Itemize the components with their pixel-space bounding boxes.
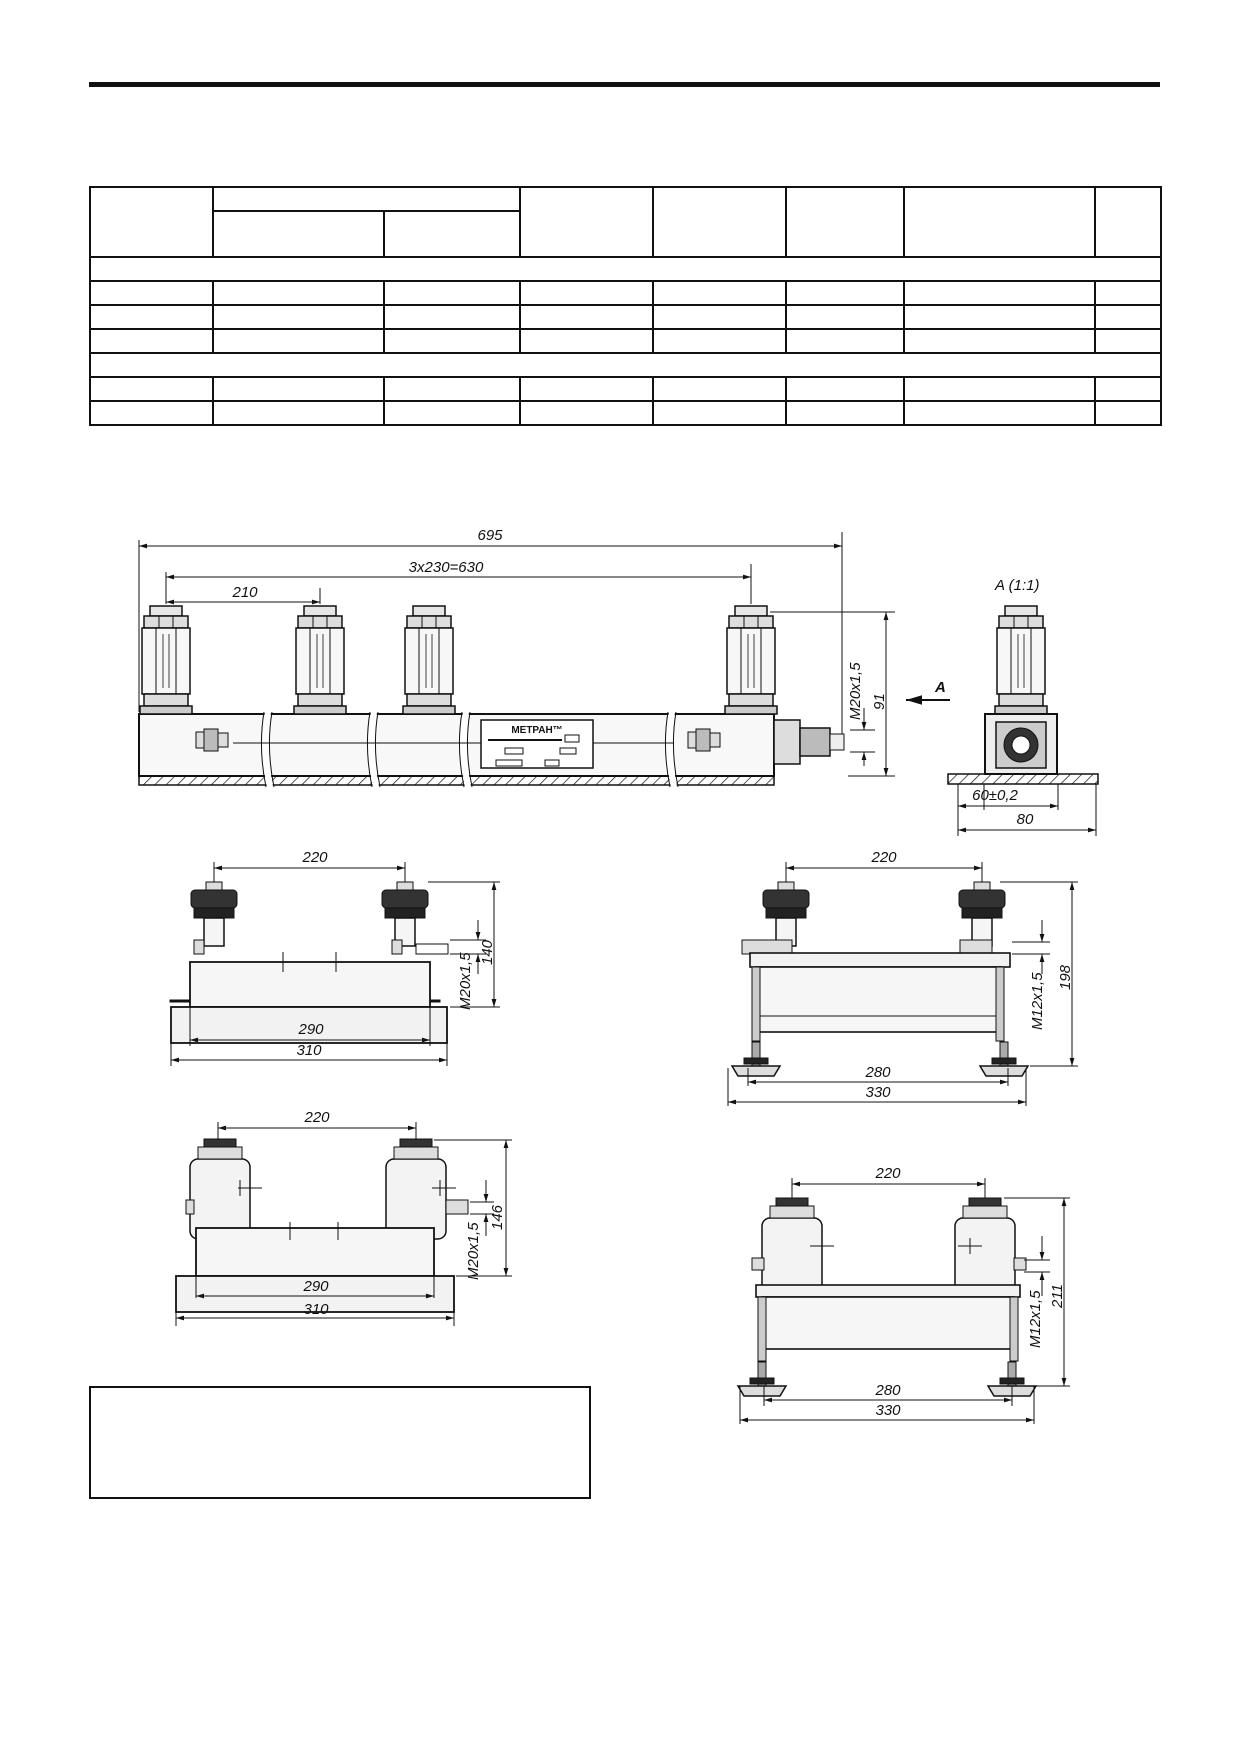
table-row bbox=[89, 400, 1162, 426]
manifold-dimension-lines bbox=[138, 532, 950, 777]
table-header-cell bbox=[1094, 186, 1162, 258]
dim-view-outer: 80 bbox=[1017, 811, 1034, 828]
dim-v2-thread: M12x1,5 bbox=[1029, 972, 1046, 1030]
dim-v3-height: 146 bbox=[489, 1204, 506, 1230]
dim-v1-outer: 310 bbox=[296, 1042, 322, 1059]
dim-v3-spacing: 220 bbox=[303, 1109, 330, 1126]
table-section-row bbox=[89, 256, 1162, 282]
table-row bbox=[89, 280, 1162, 306]
block-view-4 bbox=[737, 1178, 1070, 1424]
view-a-section bbox=[947, 605, 1099, 836]
dim-v2-height: 198 bbox=[1057, 964, 1074, 990]
block-view-3 bbox=[175, 1122, 512, 1326]
table-header-cell bbox=[652, 186, 787, 258]
manifold-front-view bbox=[138, 605, 845, 788]
header-rule bbox=[89, 82, 1160, 87]
table-row bbox=[89, 376, 1162, 402]
dim-v4-outer: 330 bbox=[875, 1402, 901, 1419]
dim-v4-height: 211 bbox=[1049, 1284, 1066, 1309]
view-a-title: A (1:1) bbox=[994, 577, 1039, 594]
table-header-cell bbox=[903, 186, 1096, 258]
dim-thread-top: M20x1,5 bbox=[847, 662, 864, 720]
dim-v3-thread: M20x1,5 bbox=[465, 1222, 482, 1280]
dim-v1-spacing: 220 bbox=[301, 849, 328, 866]
dim-first-port: 210 bbox=[231, 584, 258, 601]
table-row bbox=[89, 304, 1162, 330]
dim-view-inner: 60±0,2 bbox=[972, 787, 1018, 804]
dim-v3-inner: 290 bbox=[302, 1278, 329, 1295]
table-row bbox=[89, 328, 1162, 354]
dim-v2-outer: 330 bbox=[865, 1084, 891, 1101]
dim-v4-spacing: 220 bbox=[874, 1165, 901, 1182]
nameplate-brand: МЕТРАН™ bbox=[511, 725, 562, 736]
dim-height-top: 91 bbox=[871, 693, 888, 710]
block-view-2 bbox=[727, 862, 1078, 1106]
dim-port-pitch: 3x230=630 bbox=[409, 559, 484, 576]
dim-v2-spacing: 220 bbox=[870, 849, 897, 866]
view-arrow-label: A bbox=[934, 679, 946, 696]
dim-overall-length: 695 bbox=[477, 527, 503, 544]
note-box bbox=[89, 1386, 591, 1499]
table-section-row bbox=[89, 352, 1162, 378]
table-header-cell bbox=[519, 186, 654, 258]
table-header-cell bbox=[212, 210, 385, 258]
block-view-1 bbox=[169, 862, 500, 1066]
dim-v2-inner: 280 bbox=[864, 1064, 891, 1081]
dim-v1-height: 140 bbox=[479, 939, 496, 965]
dim-v4-inner: 280 bbox=[874, 1382, 901, 1399]
table-header-cell bbox=[212, 186, 521, 212]
specification-table bbox=[89, 186, 1162, 426]
table-header-cell bbox=[383, 210, 521, 258]
dim-v1-thread: M20x1,5 bbox=[457, 952, 474, 1010]
table-header-cell bbox=[785, 186, 905, 258]
dim-v1-inner: 290 bbox=[297, 1021, 324, 1038]
table-header-cell bbox=[89, 186, 214, 258]
dim-v4-thread: M12x1,5 bbox=[1027, 1290, 1044, 1348]
dim-v3-outer: 310 bbox=[303, 1301, 329, 1318]
